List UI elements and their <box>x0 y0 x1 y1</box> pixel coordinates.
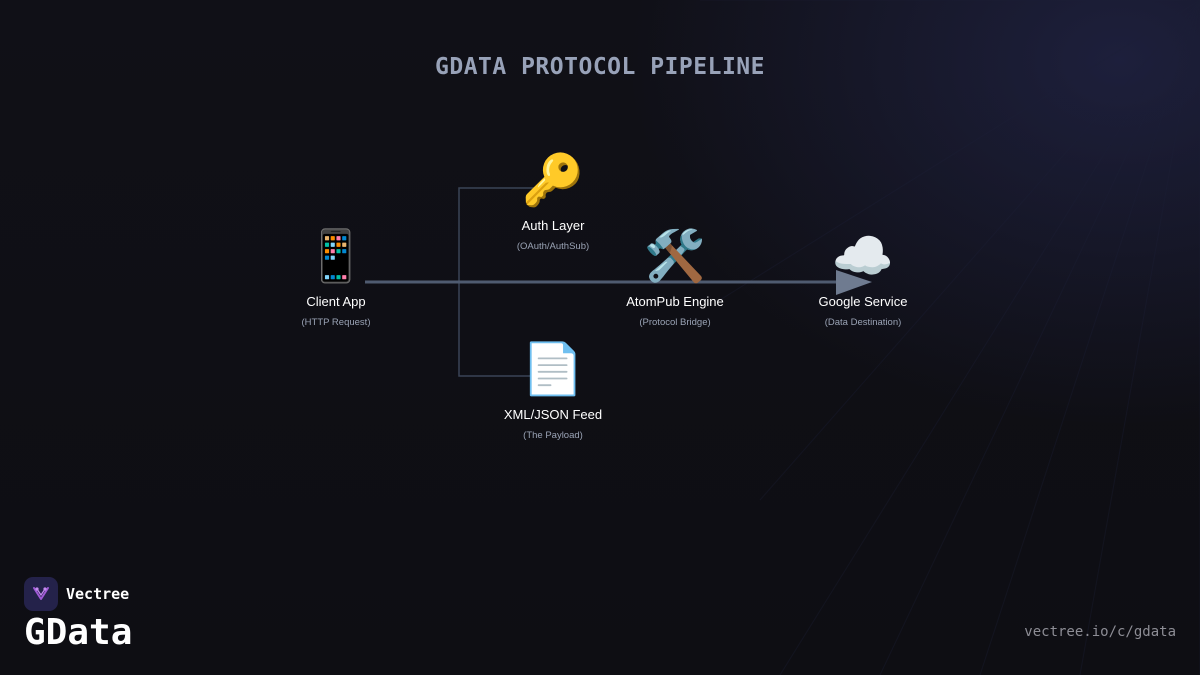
node-xml-json-feed: 📄 XML/JSON Feed (The Payload) <box>463 341 643 441</box>
node-sublabel: (Data Destination) <box>824 317 902 328</box>
node-auth-layer: 🔑 Auth Layer (OAuth/AuthSub) <box>463 152 643 252</box>
vectree-logo-icon <box>24 577 58 611</box>
node-label: Client App <box>306 294 366 309</box>
key-icon: 🔑 <box>521 152 585 208</box>
node-client-app: 📱 Client App (HTTP Request) <box>246 228 426 328</box>
node-label: XML/JSON Feed <box>503 407 603 422</box>
brand-block: Vectree <box>24 577 129 611</box>
node-label: Auth Layer <box>521 218 585 233</box>
node-google-service: ☁️ Google Service (Data Destination) <box>773 228 953 328</box>
brand-name: Vectree <box>66 585 130 603</box>
flow-arrowhead <box>836 270 872 295</box>
document-icon: 📄 <box>521 341 585 397</box>
node-label: Google Service <box>818 294 908 309</box>
node-sublabel: (The Payload) <box>523 430 583 441</box>
diagram-title: GDATA PROTOCOL PIPELINE <box>435 54 765 80</box>
node-sublabel: (Protocol Bridge) <box>639 317 711 328</box>
node-atompub-engine: 🛠️ AtomPub Engine (Protocol Bridge) <box>585 228 765 328</box>
node-label: AtomPub Engine <box>626 294 724 309</box>
mobile-phone-icon: 📱 <box>304 228 368 284</box>
product-title: GData <box>24 612 133 653</box>
course-url[interactable]: vectree.io/c/gdata <box>1024 624 1176 640</box>
node-sublabel: (OAuth/AuthSub) <box>516 241 590 252</box>
node-sublabel: (HTTP Request) <box>301 317 371 328</box>
cloud-icon: ☁️ <box>831 228 895 284</box>
tools-icon: 🛠️ <box>643 228 707 284</box>
